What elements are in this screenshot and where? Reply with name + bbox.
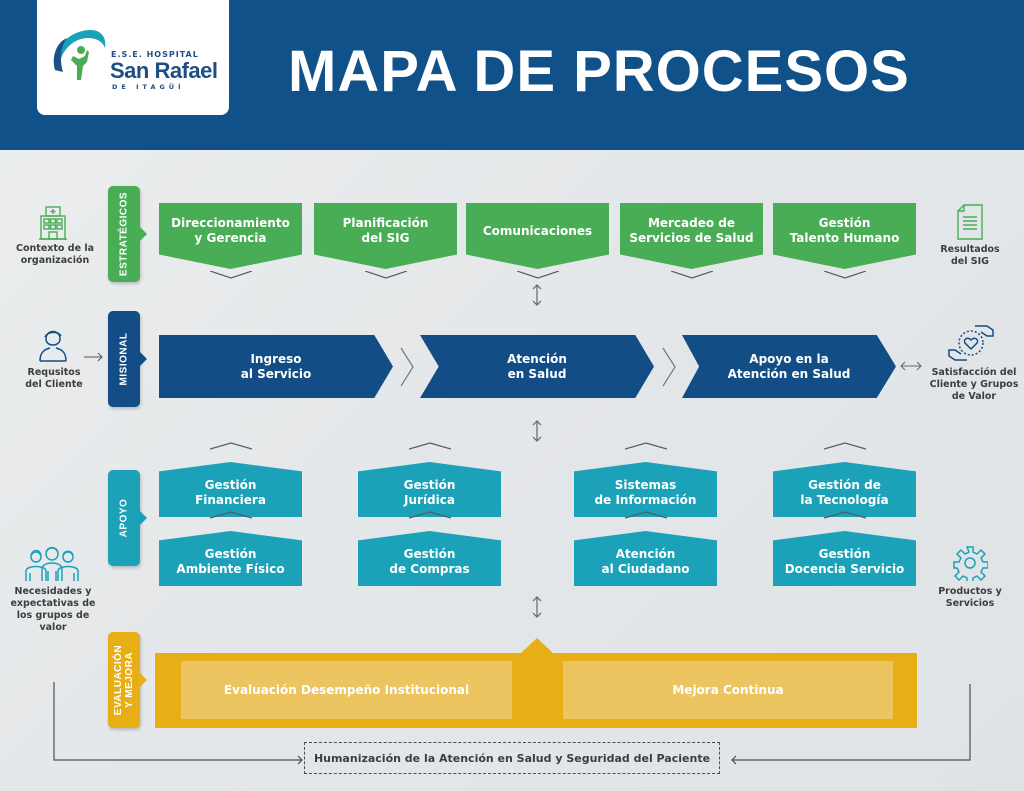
chevron-up-icon <box>625 442 667 450</box>
page-title: MAPA DE PROCESOS <box>288 39 910 104</box>
chevron-up-icon <box>409 442 451 450</box>
chevron-up-icon <box>210 442 252 450</box>
process-evaluacion-desempeno[interactable]: Evaluación Desempeño Institucional <box>181 661 512 719</box>
right-flow-connector <box>731 684 971 765</box>
logo-location: DE ITAGÜÍ <box>112 83 185 91</box>
chevron-down-icon <box>517 271 559 279</box>
misional-tag: MISIONAL <box>108 311 140 407</box>
chevron-down-icon <box>365 271 407 279</box>
hands-heart-icon <box>948 325 994 361</box>
logo-card: E.S.E. HOSPITAL San Rafael DE ITAGÜÍ <box>37 0 229 115</box>
chevron-up-icon <box>409 511 451 519</box>
satisfaction-label: Satisfacción del Cliente y Grupos de Val… <box>929 367 1019 402</box>
chevron-right-icon <box>662 347 676 387</box>
logo-name: San Rafael <box>110 58 218 83</box>
gear-icon <box>953 546 988 581</box>
process-mejora-continua[interactable]: Mejora Continua <box>563 661 893 719</box>
humanizacion-box: Humanización de la Atención en Salud y S… <box>304 742 720 774</box>
vertical-arrow-icon <box>532 420 542 442</box>
yellow-pointer <box>520 638 554 654</box>
process-comunicaciones[interactable]: Comunicaciones <box>466 203 609 269</box>
stakeholders-group-icon <box>25 546 79 581</box>
context-label: Contexto de la organización <box>16 243 94 266</box>
chevron-up-icon <box>824 511 866 519</box>
apoyo-tag: APOYO <box>108 470 140 566</box>
vertical-arrow-icon <box>532 596 542 618</box>
sig-results-label: Resultados del SIG <box>940 244 1000 267</box>
vertical-arrow-icon <box>532 284 542 306</box>
logo-subtitle: E.S.E. HOSPITAL <box>111 50 199 59</box>
chevron-down-icon <box>210 271 252 279</box>
hospital-building-icon <box>39 206 67 240</box>
arrow-right-icon <box>84 352 103 362</box>
document-icon <box>957 204 983 240</box>
strategic-tag: ESTRATÉGICOS <box>108 186 140 282</box>
client-requirements-label: Requsitos del Cliente <box>25 367 83 390</box>
chevron-up-icon <box>625 511 667 519</box>
client-person-icon <box>39 330 67 362</box>
chevron-up-icon <box>210 511 252 519</box>
chevron-up-icon <box>824 442 866 450</box>
stakeholder-needs-label: Necesidades y expectativas de los grupos… <box>10 586 96 633</box>
chevron-right-icon <box>400 347 414 387</box>
chevron-down-icon <box>671 271 713 279</box>
chevron-down-icon <box>824 271 866 279</box>
left-flow-connector <box>53 682 303 765</box>
bidirectional-arrow-icon <box>900 361 922 371</box>
hospital-logo-icon <box>53 30 106 80</box>
products-services-label: Productos y Servicios <box>938 586 1002 609</box>
